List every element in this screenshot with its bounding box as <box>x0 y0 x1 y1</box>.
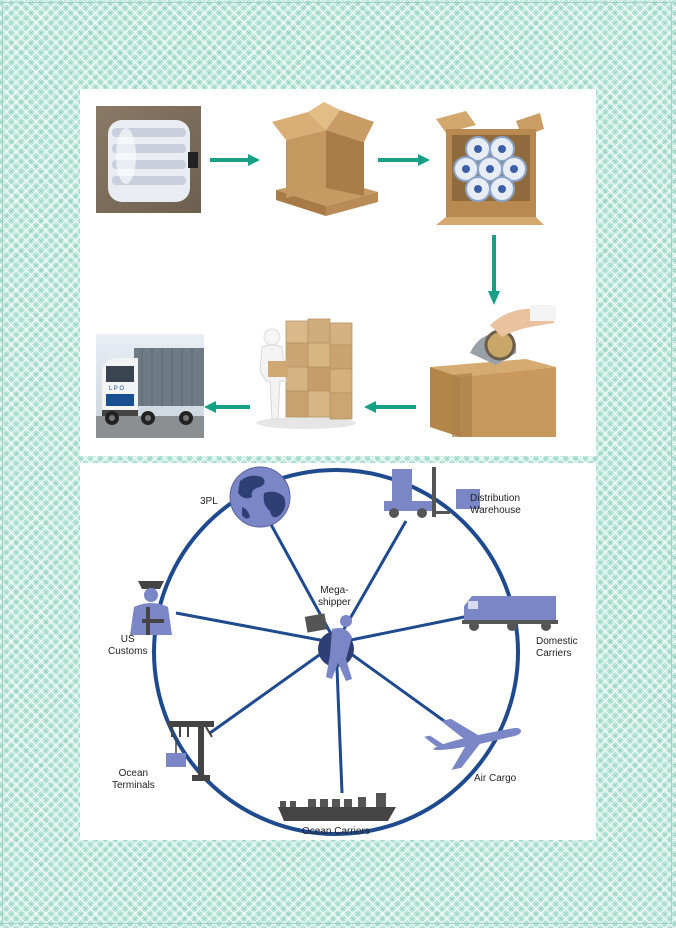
node-label-us-customs-line-1: US <box>120 634 135 645</box>
node-label-3pl-line-1: 3PL <box>200 496 218 507</box>
process-arrow-5 <box>204 401 250 413</box>
process-arrow-4 <box>364 401 416 413</box>
spoke-ocean-carriers <box>334 642 344 794</box>
node-label-us-customs-line-2: Customs <box>108 646 148 657</box>
spoke-us-customs <box>175 611 337 645</box>
box-taping-photo <box>430 305 556 437</box>
node-label-ocean-carriers: Ocean Carriers <box>302 826 370 838</box>
node-label-ocean-terminals: Ocean Terminals <box>112 768 155 792</box>
node-label-air-cargo: Air Cargo <box>474 773 516 785</box>
airplane-icon <box>424 718 521 770</box>
tape-rolls-in-box-photo <box>436 111 544 225</box>
stacking-boxes-photo <box>246 315 356 429</box>
center-label-mega-shipper: Mega- shipper <box>318 585 351 609</box>
globe-icon <box>229 466 291 528</box>
container-truck-photo: L P O <box>96 334 204 438</box>
process-arrow-1 <box>210 154 260 166</box>
node-label-distribution-warehouse-line-2: Warehouse <box>470 505 521 516</box>
node-label-domestic-carriers-line-1: Domestic <box>536 636 578 647</box>
process-arrow-2 <box>378 154 430 166</box>
supply-network-panel: Mega- shipper 3PL Distribution Warehouse… <box>80 463 596 840</box>
truck-icon <box>462 596 558 631</box>
node-label-ocean-terminals-line-2: Terminals <box>112 780 155 791</box>
node-label-us-customs: US Customs <box>108 634 147 658</box>
center-label-line-2: shipper <box>318 597 351 608</box>
network-diagram <box>130 466 558 836</box>
node-label-domestic-carriers-line-2: Carriers <box>536 648 572 659</box>
node-label-ocean-terminals-line-1: Ocean <box>118 768 149 779</box>
node-label-distribution-warehouse-line-1: Distribution <box>470 493 521 504</box>
node-label-domestic-carriers: Domestic Carriers <box>536 636 578 660</box>
center-label-line-1: Mega- <box>320 585 349 596</box>
ship-icon <box>278 793 396 821</box>
spoke-domestic-carriers <box>335 613 475 645</box>
node-label-air-cargo-line-1: Air Cargo <box>474 773 517 784</box>
process-arrow-3 <box>488 235 500 305</box>
forklift-icon <box>384 467 480 518</box>
network-ring <box>152 468 520 836</box>
node-label-3pl: 3PL <box>200 496 218 508</box>
crane-icon <box>166 721 214 781</box>
node-label-ocean-carriers-line-1: Ocean Carriers <box>302 826 370 837</box>
packing-process-panel: L P O <box>80 89 596 456</box>
tape-rolls-bag-photo <box>96 106 201 213</box>
spoke-air-cargo <box>335 641 459 733</box>
mega-shipper-icon <box>304 613 354 681</box>
spoke-ocean-terminals <box>209 641 337 735</box>
cardboard-boxes-photo <box>268 100 380 224</box>
customs-officer-icon <box>130 581 172 635</box>
node-label-distribution-warehouse: Distribution Warehouse <box>470 493 521 517</box>
truck-plate-text: L P O <box>109 386 124 392</box>
